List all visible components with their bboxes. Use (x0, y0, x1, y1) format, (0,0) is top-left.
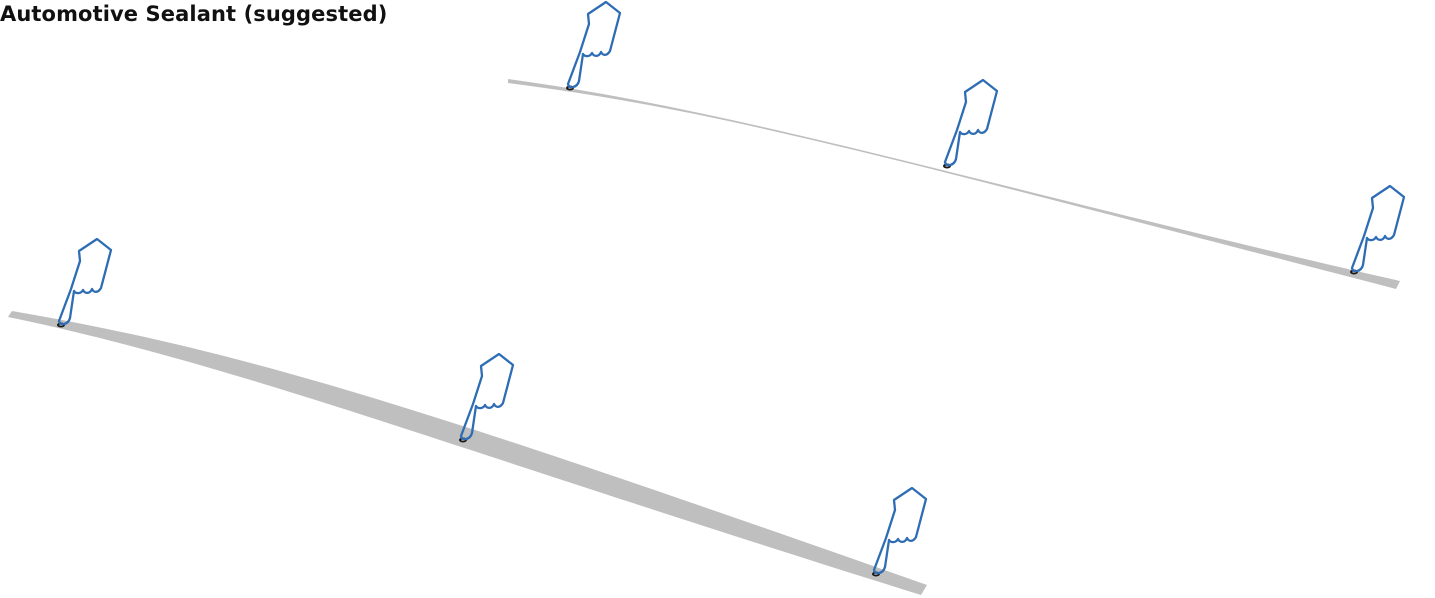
pointing-hand-icon (943, 78, 999, 167)
lower-strip-band (8, 311, 927, 595)
lower-point-2 (459, 352, 515, 443)
page-title: Automotive Sealant (suggested) (0, 2, 388, 26)
upper-point-3 (1350, 184, 1406, 275)
pointing-hand-icon (459, 352, 515, 441)
upper-point-2 (943, 78, 999, 169)
upper-strip-band (508, 79, 1400, 289)
pointing-hand-icon (872, 486, 928, 575)
pointing-hand-icon (566, 0, 622, 89)
pointing-hand-icon (57, 237, 113, 326)
lower-point-3 (872, 486, 928, 577)
lower-point-1 (57, 237, 113, 328)
pointing-hand-icon (1350, 184, 1406, 273)
upper-point-1 (566, 0, 622, 91)
upper-strip (508, 0, 1406, 289)
lower-strip (8, 237, 928, 595)
